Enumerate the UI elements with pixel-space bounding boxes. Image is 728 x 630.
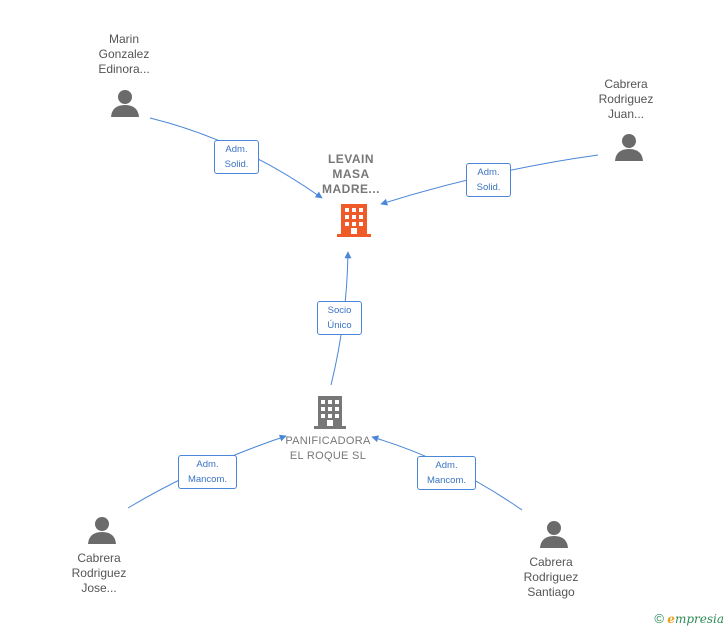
- person-icon: [110, 88, 140, 123]
- edge-label-cabrera-santiago-panificadora[interactable]: Adm. Mancom.: [417, 456, 476, 490]
- edge-label-cabrera-juan-levain[interactable]: Adm. Solid.: [466, 163, 511, 197]
- edge-label-line: Adm.: [196, 459, 219, 470]
- company-label-panificadora[interactable]: PANIFICADORA EL ROQUE SL: [278, 434, 378, 464]
- edge-label-line: Socio: [327, 305, 352, 316]
- copyright-icon: ©: [654, 611, 664, 626]
- person-label-cabrera-juan[interactable]: Cabrera Rodriguez Juan...: [576, 77, 676, 122]
- edge-label-line: Adm.: [435, 460, 458, 471]
- edge-label-panificadora-levain[interactable]: Socio Único: [317, 301, 362, 335]
- person-icon: [87, 515, 117, 550]
- person-label-line: Marin: [108, 32, 139, 46]
- brand-rest: mpresia: [674, 612, 724, 626]
- building-icon: [314, 394, 346, 435]
- company-label-line: LEVAIN: [327, 152, 375, 166]
- person-label-line: Gonzalez: [98, 47, 150, 61]
- person-icon: [539, 519, 569, 554]
- company-label-line: EL ROQUE SL: [289, 450, 367, 462]
- brand-initial: e: [667, 612, 675, 626]
- edge-label-marin-levain[interactable]: Adm. Solid.: [214, 140, 259, 174]
- person-label-line: Cabrera: [529, 555, 573, 569]
- person-label-line: Cabrera: [604, 77, 648, 91]
- edge-label-cabrera-jose-panificadora[interactable]: Adm. Mancom.: [178, 455, 237, 489]
- person-label-line: Santiago: [527, 585, 575, 599]
- edge-label-line: Solid.: [224, 159, 249, 170]
- person-label-line: Juan...: [607, 107, 645, 121]
- person-label-line: Jose...: [81, 581, 117, 595]
- person-label-line: Rodriguez: [71, 566, 127, 580]
- person-label-line: Cabrera: [77, 551, 121, 565]
- edge-label-line: Único: [327, 320, 352, 331]
- edge-label-line: Adm.: [477, 167, 500, 178]
- person-label-line: Edinora...: [98, 62, 150, 76]
- edge-label-line: Solid.: [476, 182, 501, 193]
- company-label-levain[interactable]: LEVAIN MASA MADRE...: [305, 152, 397, 197]
- person-label-line: Rodriguez: [598, 92, 654, 106]
- person-label-cabrera-santiago[interactable]: Cabrera Rodriguez Santiago: [501, 555, 601, 600]
- brand-logo: empresia: [667, 612, 724, 626]
- person-icon: [614, 132, 644, 167]
- brand-footer[interactable]: © empresia: [654, 611, 724, 626]
- company-label-line: MASA: [332, 167, 370, 181]
- person-label-cabrera-jose[interactable]: Cabrera Rodriguez Jose...: [49, 551, 149, 596]
- company-label-line: MADRE...: [322, 182, 380, 196]
- edge-label-line: Mancom.: [426, 475, 467, 486]
- edge-label-line: Mancom.: [187, 474, 228, 485]
- edge-label-line: Adm.: [225, 144, 248, 155]
- company-label-line: PANIFICADORA: [285, 435, 371, 447]
- person-label-line: Rodriguez: [523, 570, 579, 584]
- person-label-marin[interactable]: Marin Gonzalez Edinora...: [74, 32, 174, 77]
- building-icon: [337, 202, 371, 243]
